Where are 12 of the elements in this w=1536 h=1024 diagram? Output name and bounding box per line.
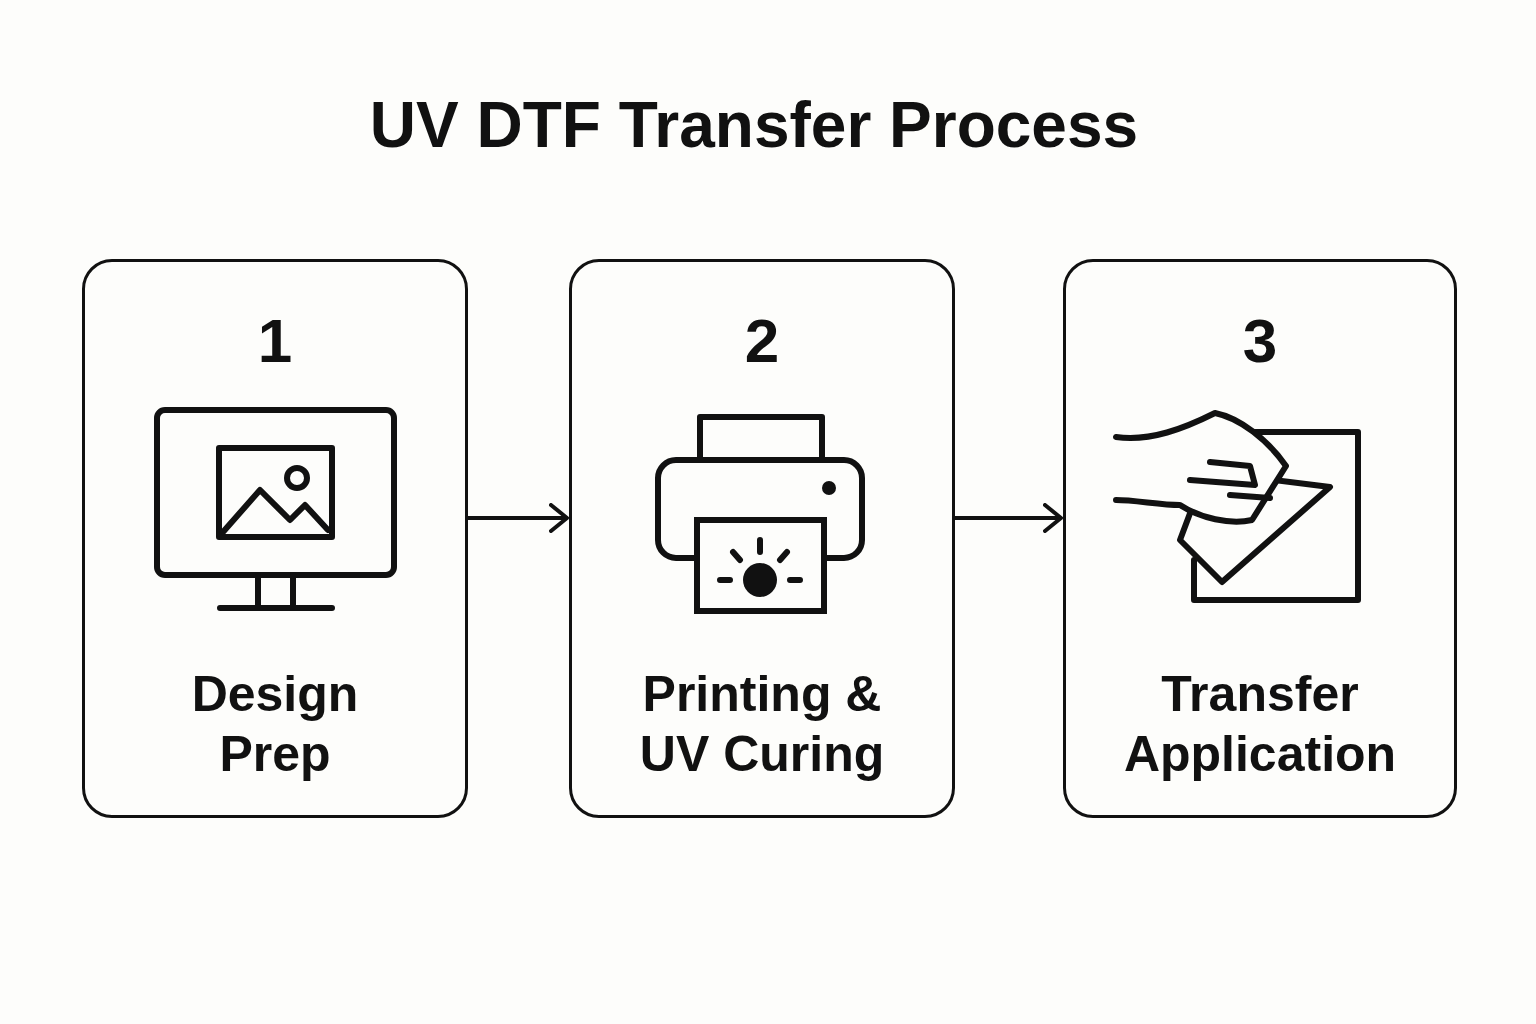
arrow [468,503,569,533]
step-card [1063,259,1457,818]
step-number: 2 [743,306,781,376]
step-label: Transfer Application [1122,665,1398,784]
step-card [82,259,468,818]
step-label: Design Prep [190,665,360,784]
step-number: 1 [256,306,294,376]
diagram-title: UV DTF Transfer Process [368,88,1140,162]
step-card [569,259,955,818]
arrow [955,503,1063,533]
step-label: Printing & UV Curing [638,665,886,784]
step-number: 3 [1241,306,1279,376]
